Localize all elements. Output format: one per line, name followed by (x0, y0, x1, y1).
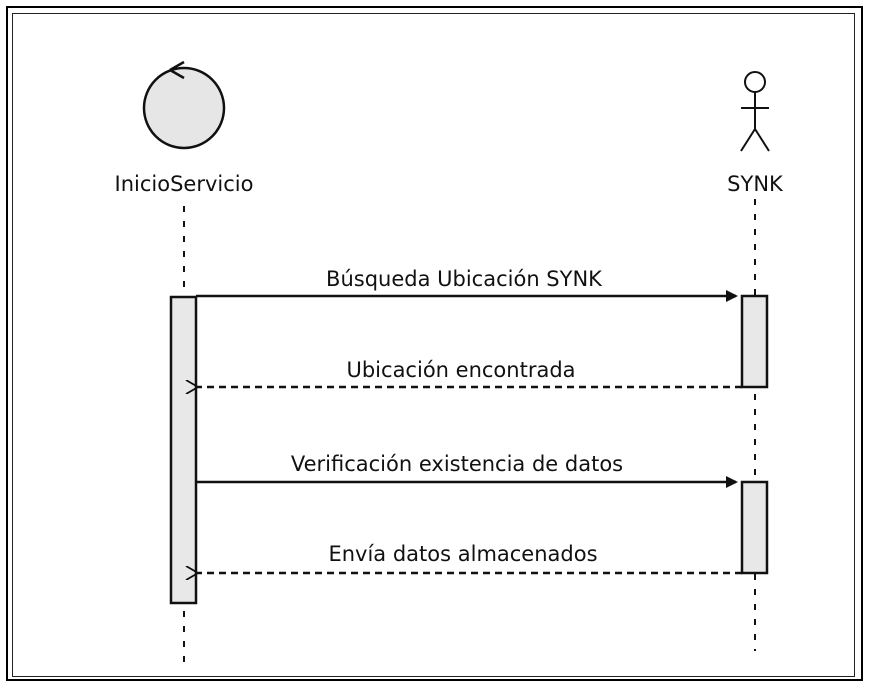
message-2-label: Ubicación encontrada (346, 358, 575, 382)
synk-actor-icon (740, 71, 770, 152)
participant-inicioservicio-label: InicioServicio (115, 172, 254, 196)
participant-synk-label: SYNK (727, 172, 784, 196)
inicioservicio-control-icon (142, 60, 226, 150)
message-4-label: Envía datos almacenados (328, 542, 597, 566)
synk-activation-2 (740, 480, 769, 575)
message-1-label: Búsqueda Ubicación SYNK (326, 267, 603, 291)
synk-activation-1 (740, 294, 769, 389)
inicioservicio-activation (169, 295, 198, 605)
diagram-inner-frame (12, 13, 855, 677)
message-3-label: Verificación existencia de datos (291, 452, 623, 476)
